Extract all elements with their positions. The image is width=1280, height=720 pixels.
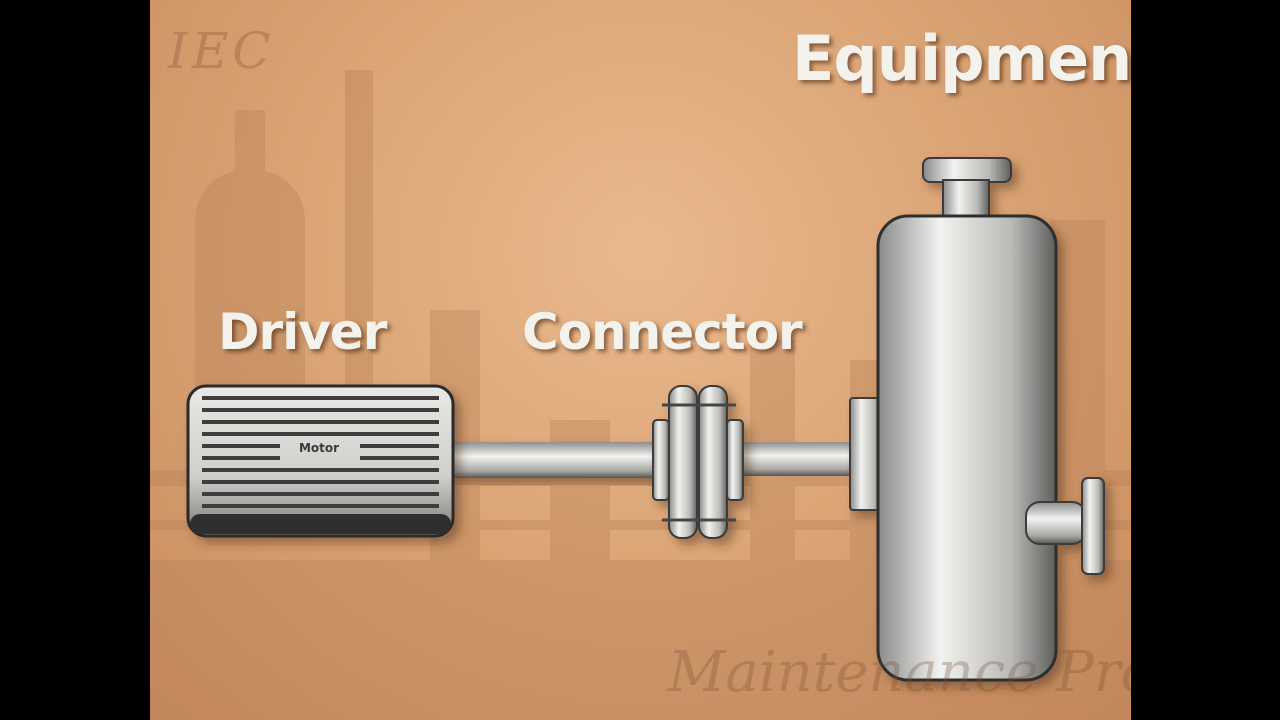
connector-label: Connector [522, 303, 803, 361]
equipment-label: Equipment [792, 22, 1131, 95]
iec-watermark: IEC [168, 22, 275, 80]
motor-nameplate: Motor [298, 441, 340, 455]
drive-shaft-right [738, 442, 854, 476]
equipment-vessel [849, 157, 1105, 682]
coupling-connector [652, 385, 744, 539]
equipment-illustration [150, 70, 1131, 720]
diagram-canvas: IEC Maintenance Pro Equipment Driver Con… [150, 0, 1131, 720]
brand-watermark: Maintenance Pro [668, 640, 1131, 705]
drive-shaft-left [448, 442, 658, 478]
driver-label: Driver [218, 303, 387, 361]
motor-driver [186, 384, 455, 538]
